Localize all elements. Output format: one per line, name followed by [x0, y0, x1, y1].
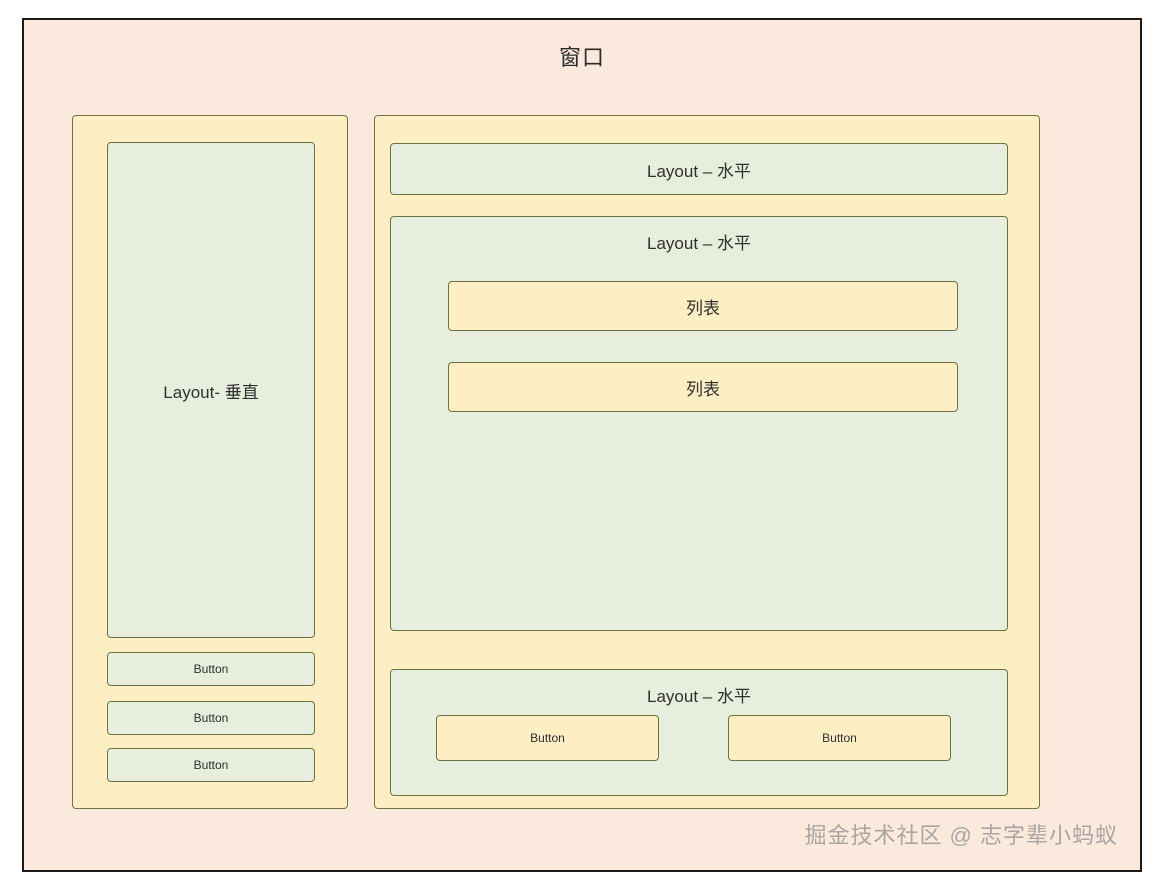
horizontal-layout-top: Layout – 水平 — [390, 143, 1008, 195]
horizontal-layout-bottom-label: Layout – 水平 — [647, 687, 751, 706]
list-item-2[interactable]: 列表 — [448, 362, 958, 412]
vertical-layout-region: Layout- 垂直 — [107, 142, 315, 638]
horizontal-layout-middle-label: Layout – 水平 — [647, 234, 751, 253]
bottom-button-2[interactable]: Button — [728, 715, 951, 761]
right-layout-panel: Layout – 水平 Layout – 水平 列表 列表 Layout – 水… — [374, 115, 1040, 809]
bottom-button-1[interactable]: Button — [436, 715, 659, 761]
list-item-1-label: 列表 — [686, 298, 720, 318]
left-layout-panel: Layout- 垂直 Button Button Button — [72, 115, 348, 809]
bottom-button-1-label: Button — [530, 731, 565, 745]
horizontal-layout-top-label: Layout – 水平 — [647, 161, 751, 181]
bottom-button-2-label: Button — [822, 731, 857, 745]
vertical-layout-label: Layout- 垂直 — [163, 382, 259, 402]
sidebar-button-2-label: Button — [193, 711, 229, 725]
window-title: 窗口 — [558, 45, 605, 70]
list-item-2-label: 列表 — [686, 379, 720, 399]
sidebar-button-2[interactable]: Button — [107, 701, 315, 735]
app-window: 窗口 Layout- 垂直 Button Button Button Layou… — [22, 18, 1142, 872]
sidebar-button-3-label: Button — [193, 758, 229, 772]
list-item-1[interactable]: 列表 — [448, 281, 958, 331]
horizontal-layout-bottom: Layout – 水平 Button Button — [390, 669, 1008, 796]
sidebar-button-1[interactable]: Button — [107, 652, 315, 686]
sidebar-button-1-label: Button — [193, 662, 229, 676]
sidebar-button-3[interactable]: Button — [107, 748, 315, 782]
watermark: 掘金技术社区 @ 志字辈小蚂蚁 — [804, 823, 1118, 848]
horizontal-layout-middle: Layout – 水平 列表 列表 — [390, 216, 1008, 631]
